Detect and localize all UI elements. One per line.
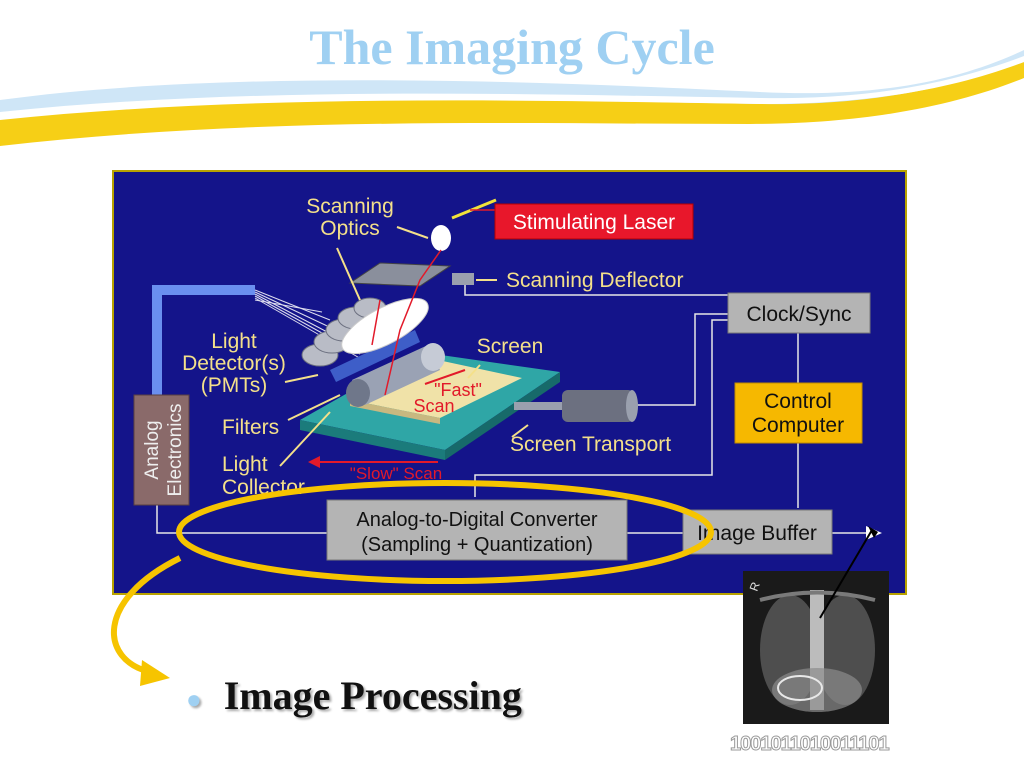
curved-arrow	[110, 555, 182, 686]
analog-electronics-label-1: Analog	[142, 420, 163, 479]
xray-pointer-line	[819, 529, 873, 619]
screen-label: Screen	[477, 335, 544, 358]
control-computer-label-2: Computer	[752, 414, 844, 437]
scanning-optics-label-2: Optics	[320, 217, 380, 240]
header-swoosh	[0, 50, 1024, 146]
bullet-dot-icon: ●	[186, 684, 202, 714]
label-pointer-arrows	[279, 226, 529, 467]
scanning-optics-label-1: Scanning	[306, 195, 394, 218]
binary-string: 1001011010011101	[730, 733, 891, 756]
slow-scan-arrow	[308, 456, 438, 468]
analog-electronics-label-2: Electronics	[165, 404, 186, 497]
adc-box	[326, 499, 628, 561]
adc-label-1: Analog-to-Digital Converter	[356, 509, 598, 531]
filters-label: Filters	[222, 416, 279, 439]
laser-beam-path	[371, 209, 496, 396]
laser-beam-source	[451, 198, 497, 220]
fast-scan-arrow	[424, 369, 466, 385]
screen-platform	[300, 352, 560, 460]
bullet-text: Image Processing	[223, 673, 522, 718]
screen-transport-motor	[514, 390, 638, 422]
control-computer-label-1: Control	[764, 390, 832, 413]
scanning-deflector-label: Scanning Deflector	[506, 269, 683, 292]
light-collector-label-1: Light	[222, 453, 268, 476]
image-buffer-box	[682, 509, 833, 555]
stimulating-laser-box	[494, 203, 694, 240]
analog-electronics-box	[133, 394, 190, 506]
image-buffer-label: Image Buffer	[697, 522, 817, 545]
adc-highlight-ellipse	[176, 480, 714, 584]
chest-xray-image: R	[743, 571, 889, 724]
clock-sync-label: Clock/Sync	[746, 303, 851, 326]
slow-scan-label: "Slow" Scan	[350, 464, 442, 483]
scanning-deflector-plate	[348, 262, 452, 287]
clock-sync-box	[727, 292, 871, 334]
scanning-optics-lens	[431, 225, 451, 251]
slide-title: The Imaging Cycle	[309, 19, 715, 75]
deflector-motor	[452, 273, 474, 285]
screen-transport-label: Screen Transport	[510, 433, 671, 456]
light-collector-cylinder	[346, 343, 445, 407]
bullet-item: ● Image Processing	[186, 672, 522, 719]
fast-scan-label-1: "Fast"	[434, 380, 482, 400]
light-detectors-label-2: Detector(s)	[182, 352, 286, 375]
xray-pointer-head	[868, 526, 878, 538]
fast-scan-label-2: Scan	[413, 396, 454, 416]
light-detectors-label-3: (PMTs)	[201, 374, 268, 397]
light-detectors-label-1: Light	[211, 330, 257, 353]
control-computer-box	[734, 382, 863, 444]
light-guide	[152, 285, 255, 395]
adc-label-2: (Sampling + Quantization)	[361, 534, 593, 556]
stimulating-laser-label: Stimulating Laser	[513, 211, 675, 234]
